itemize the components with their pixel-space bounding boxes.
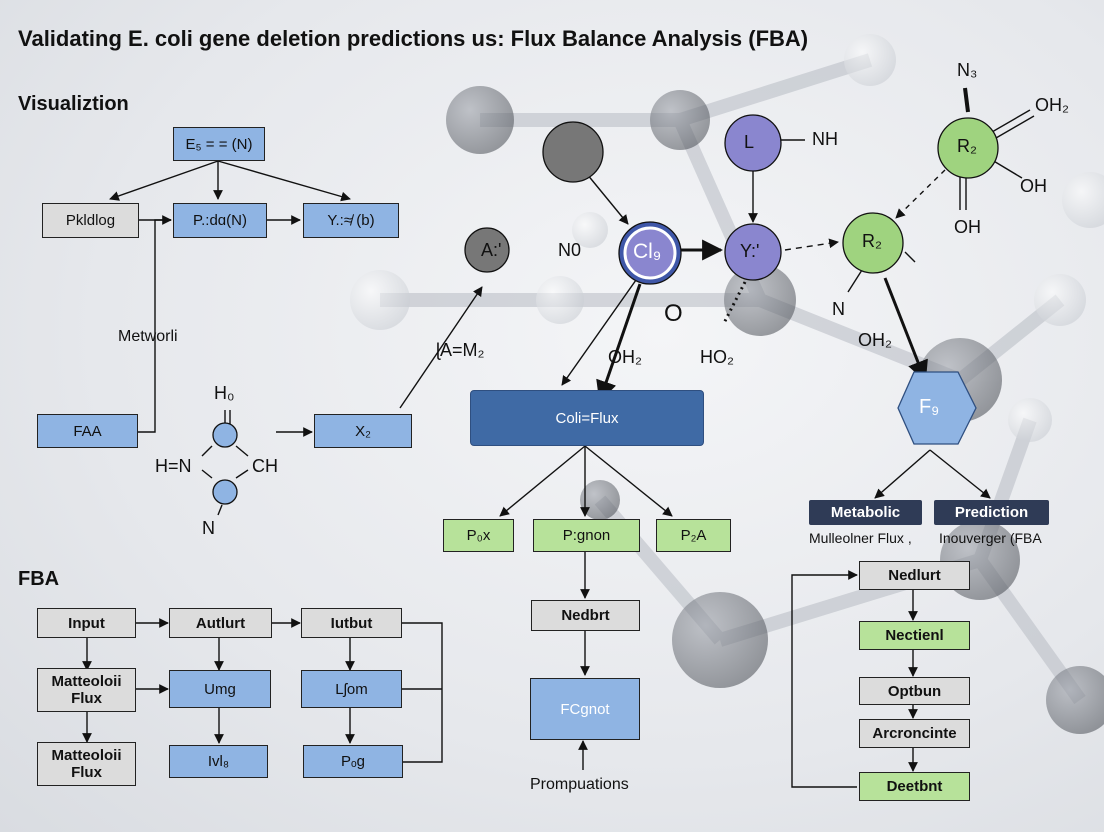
node-r2-top-label: R₂ bbox=[957, 136, 977, 156]
node-px-box: P₀x bbox=[443, 519, 514, 552]
ratio-label: ɭA=M₂ bbox=[436, 340, 485, 360]
section-heading-visualization: Visualiztion bbox=[18, 93, 129, 115]
atom-label-hn: H=N bbox=[155, 456, 192, 476]
node-y-box: Y.:≉ (b) bbox=[303, 203, 399, 238]
fba-autlurt-box: Autlurt bbox=[169, 608, 272, 638]
network-label: Metworli bbox=[118, 328, 178, 345]
node-fcgnot-box: FCɡnot bbox=[530, 678, 640, 740]
node-r2-top bbox=[937, 117, 999, 179]
fba-umg-box: Umg bbox=[169, 670, 271, 708]
oh2-left-label: OH₂ bbox=[608, 347, 642, 367]
prediction-subtitle: Inouverger (FBA bbox=[939, 530, 1042, 546]
step-nedlurt-box: Nedlurt bbox=[859, 561, 970, 590]
node-r2-mid-label: R₂ bbox=[862, 231, 882, 251]
node-p2a-box: P₂A bbox=[656, 519, 731, 552]
node-nedbrt-box: Nedbrt bbox=[531, 600, 640, 631]
node-gray-top bbox=[542, 121, 604, 183]
atom-node bbox=[212, 422, 238, 448]
node-a bbox=[464, 227, 510, 273]
step-arcroncinte-box: Arcroncinte bbox=[859, 719, 970, 748]
node-pkldlog-box: Pkldlog bbox=[42, 203, 139, 238]
node-x2-box: X₂ bbox=[314, 414, 412, 448]
hexagon-f-label: F₉ bbox=[919, 396, 940, 418]
prediction-label: Prediction bbox=[934, 500, 1049, 525]
n-label: N bbox=[832, 299, 845, 319]
fba-input-box: Input bbox=[37, 608, 136, 638]
n3-label: N₃ bbox=[957, 60, 978, 80]
o-label: O bbox=[664, 300, 683, 327]
node-faa-box: FAA bbox=[37, 414, 138, 448]
node-cl-label: Cl₉ bbox=[633, 240, 662, 263]
node-l bbox=[724, 114, 782, 172]
oh-bottom-label: OH bbox=[954, 217, 981, 237]
node-root-box: E₅ = = (N) bbox=[173, 127, 265, 161]
ho2-label: HO₂ bbox=[700, 347, 734, 367]
nh-label: NH bbox=[812, 129, 838, 149]
oh2-mid-label: OH₂ bbox=[858, 330, 892, 350]
fba-pog-box: Pₒg bbox=[303, 745, 403, 778]
promputations-label: Prompuations bbox=[530, 776, 629, 793]
fba-metabolic-flux-box-2: Matteoloii Flux bbox=[37, 742, 136, 786]
step-optbun-box: Optbun bbox=[859, 677, 970, 705]
metabolic-subtitle: Mulleolner Flux , bbox=[809, 530, 912, 546]
oh-right-label: OH bbox=[1020, 176, 1047, 196]
node-pad-box: P.:dɑ(N) bbox=[173, 203, 267, 238]
coli-flux-box: Coli=Flux bbox=[470, 390, 704, 446]
atom-label-ch: CH bbox=[252, 456, 278, 476]
metabolic-label: Metabolic bbox=[809, 500, 922, 525]
node-r2-mid bbox=[842, 212, 904, 274]
oh2-top-label: OH₂ bbox=[1035, 95, 1069, 115]
fba-iutbut-box: Iutbut bbox=[301, 608, 402, 638]
node-pgnon-box: P:gnon bbox=[533, 519, 640, 552]
atom-label-n: N bbox=[202, 518, 215, 538]
fba-ivl-box: Ivl₈ bbox=[169, 745, 268, 778]
step-nectienl-box: Nectienl bbox=[859, 621, 970, 650]
no-label: N0 bbox=[558, 240, 582, 260]
node-y bbox=[724, 223, 782, 281]
section-heading-fba: FBA bbox=[18, 568, 60, 590]
page-title: Validating E. coli gene deletion predict… bbox=[18, 26, 809, 51]
fba-lom-box: Lʃom bbox=[301, 670, 402, 708]
fba-metabolic-flux-box: Matteoloii Flux bbox=[37, 668, 136, 712]
node-l-label: L bbox=[744, 132, 755, 152]
node-a-label: A:' bbox=[481, 240, 502, 260]
atom-node bbox=[212, 479, 238, 505]
step-deetbnt-box: Deetbnt bbox=[859, 772, 970, 801]
node-y-label: Y:' bbox=[740, 241, 760, 261]
atom-label-h: H₀ bbox=[214, 383, 235, 403]
hexagon-f bbox=[897, 371, 977, 445]
